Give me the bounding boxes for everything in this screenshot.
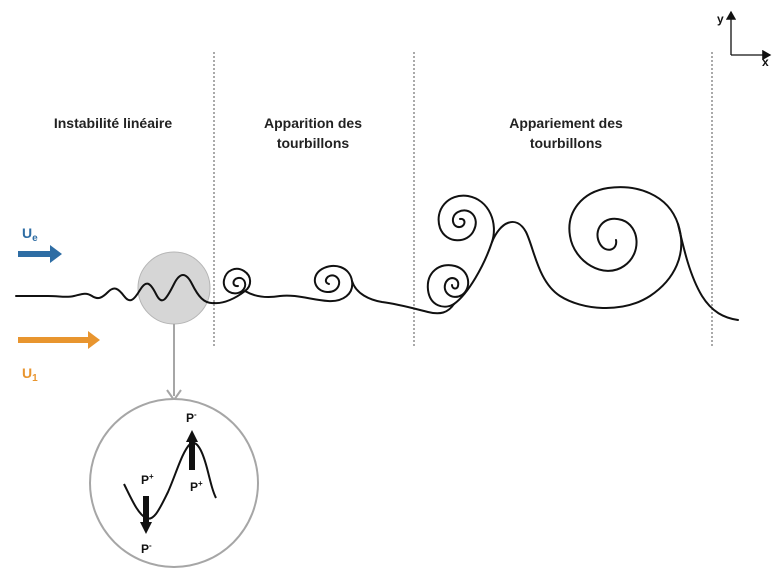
inset-label-bottom: P- [141, 541, 152, 556]
zoom-highlight-circle [137, 251, 211, 325]
link-2-pairing [351, 280, 455, 315]
inset-label-top: P- [186, 410, 197, 425]
link-pairing-large [491, 186, 683, 309]
linear-wave [15, 274, 215, 305]
lower-flow-label: U1 [22, 365, 38, 384]
lower-flow: U1 [18, 331, 100, 384]
inset-down-arrow-shaft [143, 496, 149, 524]
vortex-1 [213, 267, 252, 305]
inset-up-arrow-head [186, 430, 198, 442]
inset-label-right: P+ [190, 479, 203, 494]
region-title-vortex-pairing-line1: Appariement des [509, 115, 623, 131]
region-title-linear-instability: Instabilité linéaire [54, 115, 172, 131]
region-dividers [213, 52, 713, 348]
link-1-2 [244, 264, 354, 303]
region-title-vortex-appearance-line1: Apparition des [264, 115, 362, 131]
axes-indicator: y x [717, 10, 772, 69]
region-title-vortex-pairing-line2: tourbillons [530, 135, 603, 151]
y-axis-label: y [717, 12, 724, 26]
inset-label-left: P+ [141, 472, 154, 487]
x-axis-label: x [762, 55, 769, 69]
region-title-vortex-appearance-line2: tourbillons [277, 135, 350, 151]
region-titles: Instabilité linéaire Apparition des tour… [54, 115, 623, 151]
lower-flow-arrow [18, 331, 100, 349]
inset-up-arrow-shaft [189, 440, 195, 470]
pairing-vortex-lower [426, 264, 470, 308]
upper-flow-arrow [18, 245, 62, 263]
pairing-vortex-upper [437, 194, 495, 305]
inset-zoom: P- P+ P+ P- [89, 398, 259, 568]
inset-down-arrow-head [140, 522, 152, 534]
inset-circle [89, 398, 259, 568]
shear-layer-curve [15, 186, 739, 321]
upper-flow-label: Ue [22, 225, 38, 244]
large-vortex-tail [677, 223, 739, 321]
upper-flow: Ue [18, 225, 62, 263]
